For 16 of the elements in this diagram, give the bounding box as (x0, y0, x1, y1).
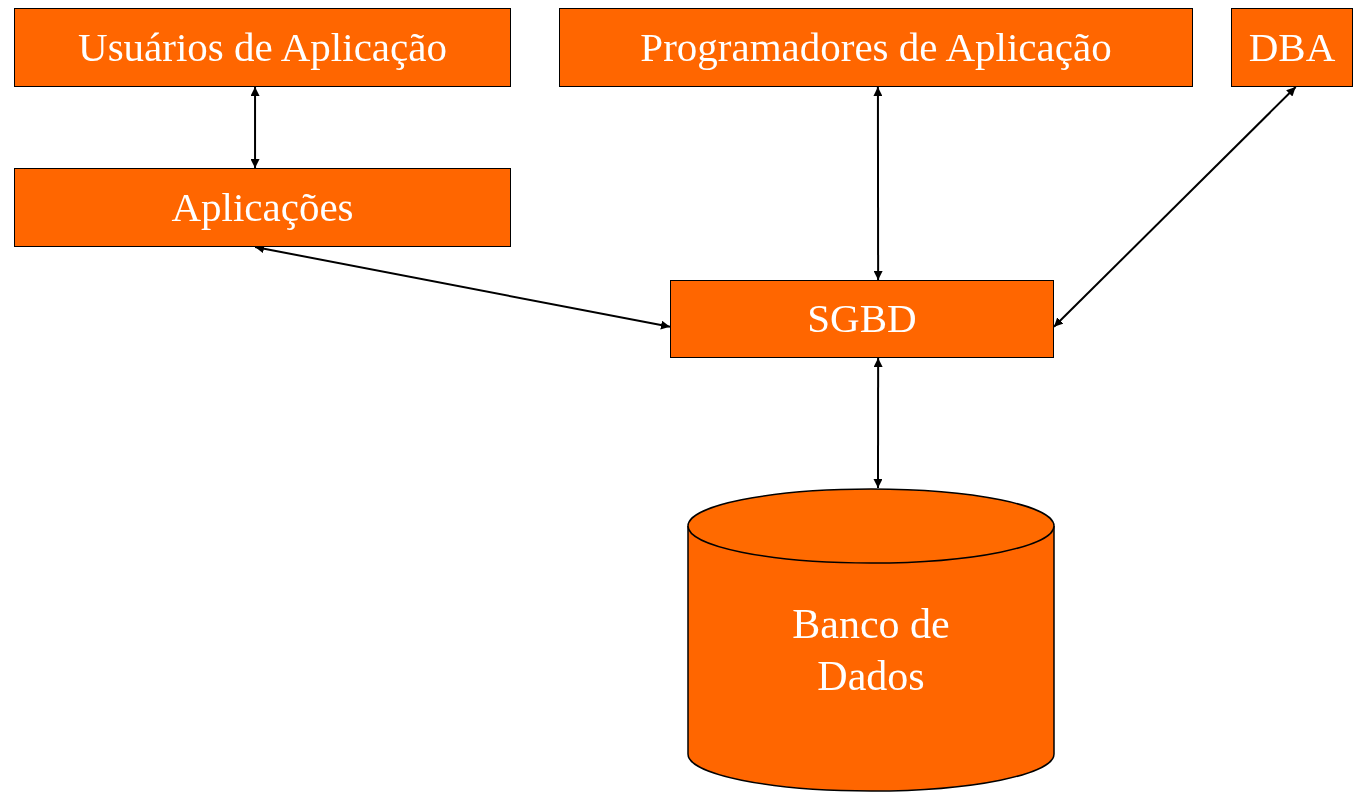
process-box (670, 280, 1054, 358)
double-arrow (873, 86, 883, 281)
double-arrow (1053, 86, 1297, 328)
box-label: Programadores de Aplicação (640, 22, 1112, 72)
double-arrow (873, 357, 883, 489)
process-box (1231, 8, 1353, 87)
process-box (14, 168, 511, 247)
box-label: Aplicações (171, 182, 354, 232)
node-label: Banco de Dados (791, 600, 951, 701)
process-box (14, 8, 511, 87)
box-label: DBA (1248, 22, 1336, 72)
double-arrow (250, 86, 260, 169)
box-label: Usuários de Aplicação (78, 22, 447, 72)
database-cylinder (687, 488, 1055, 792)
box-label: SGBD (807, 294, 917, 344)
process-box (559, 8, 1193, 87)
